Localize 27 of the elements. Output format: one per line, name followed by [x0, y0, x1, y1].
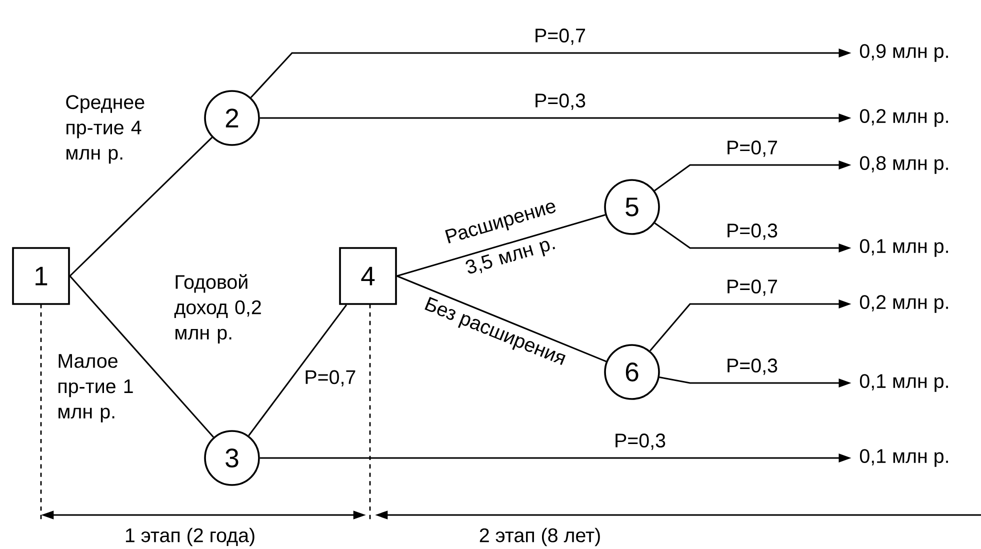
branch-line	[248, 304, 348, 436]
branch-line	[396, 214, 606, 277]
outcome-value: 0,9 млн р.	[860, 44, 948, 62]
edge-label: P=0,7	[536, 28, 586, 45]
branch-line	[69, 275, 214, 438]
outcome-value: 0,1 млн р.	[860, 449, 948, 467]
edge-label: P=0,7	[728, 280, 778, 296]
outcome-value: 0,2 млн р.	[860, 295, 948, 313]
decision-box: 1	[12, 247, 70, 305]
edge-label: Среднее пр-тие 4 млн р.	[66, 95, 144, 164]
decision-box: 4	[339, 247, 397, 305]
stage-label: 1 этап (2 года)	[126, 528, 254, 546]
edge-label: P=0,7	[728, 140, 778, 157]
branch-line	[396, 275, 606, 362]
outcome-value: 0,1 млн р.	[860, 374, 948, 392]
edge-label: P=0,3	[616, 434, 666, 450]
edge-label: P=0,7	[306, 370, 356, 386]
outcome-value: 0,2 млн р.	[860, 109, 948, 127]
edge-label: P=0,3	[728, 358, 778, 375]
stage-label: 2 этап (8 лет)	[480, 528, 600, 546]
edge-label: P=0,3	[536, 94, 586, 110]
outcome-value: 0,1 млн р.	[860, 239, 948, 257]
edge-label: P=0,3	[728, 224, 778, 240]
annotation: Годовой доход 0,2 млн р.	[174, 274, 261, 344]
outcome-value: 0,8 млн р.	[860, 156, 948, 174]
edge-label: Малое пр-тие 1 млн р.	[58, 354, 133, 422]
branch-line	[69, 136, 213, 277]
